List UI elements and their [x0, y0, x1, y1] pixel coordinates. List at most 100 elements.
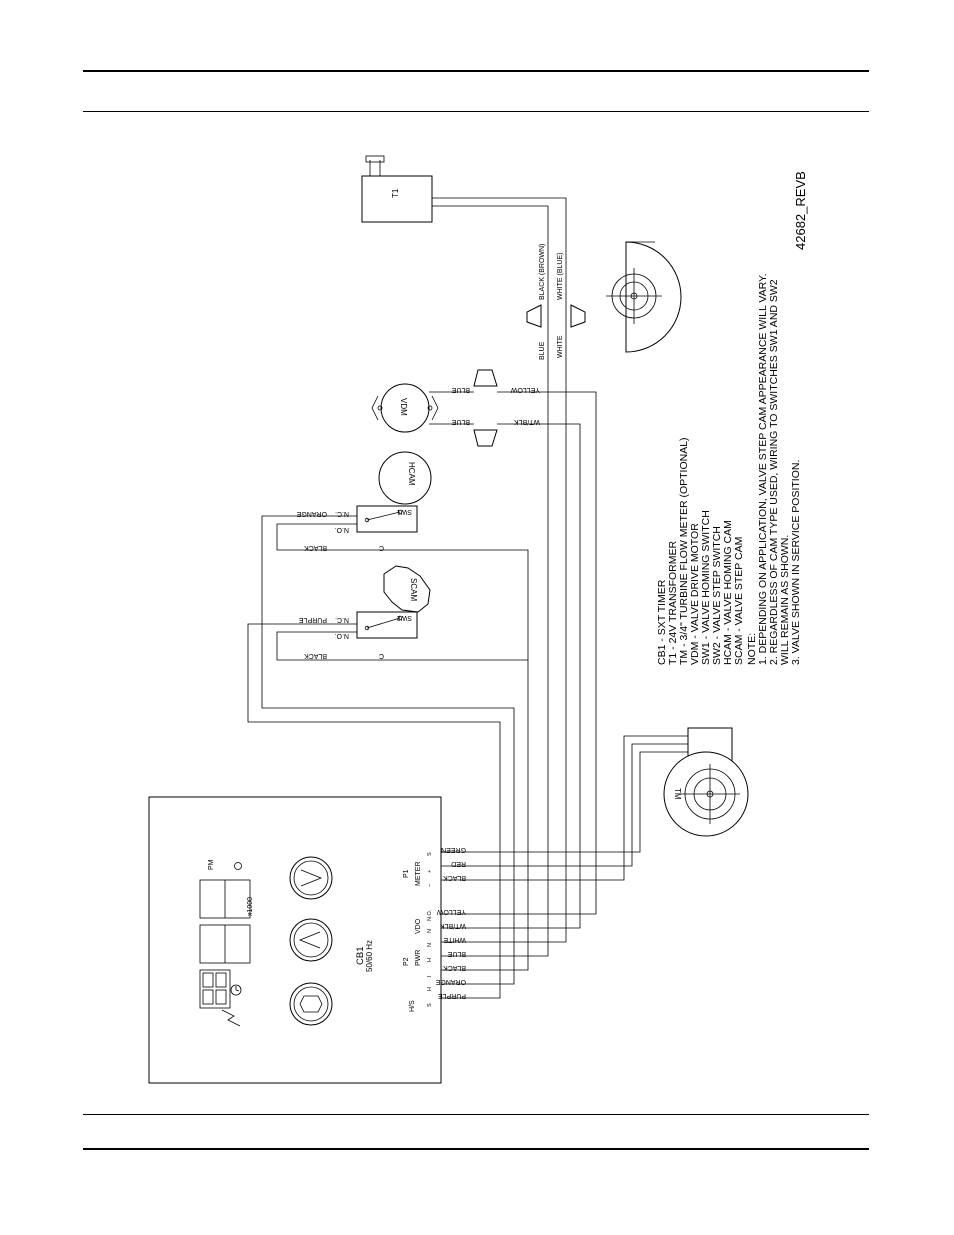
- wire-nut-vdm-2: [473, 429, 498, 447]
- wire-blue-label: BLUE: [447, 950, 466, 957]
- drawing-number: 42682_REVB: [793, 171, 808, 250]
- wire-green-label: GREEN: [441, 846, 466, 853]
- timer-frequency: 50/60 Hz: [365, 940, 374, 972]
- note-2: 2. REGARDLESS OF CAM TYPE USED, WIRING T…: [768, 279, 780, 665]
- pin-n2: N: [427, 943, 433, 947]
- plug-p2-label: P2: [403, 957, 410, 966]
- timer-housing: [148, 796, 442, 1084]
- timer-display: PM x1000: [199, 859, 254, 1027]
- notes-heading: NOTE:: [746, 633, 758, 665]
- sw2-nc-wire: PURPLE: [299, 616, 327, 623]
- vdm-label: VDM: [399, 398, 408, 416]
- sw1-label: SW1: [397, 508, 412, 515]
- flow-meter-tm: TM: [663, 727, 749, 837]
- wire-white-label: WHITE: [443, 936, 466, 943]
- wire-orange-label: ORANGE: [435, 978, 466, 985]
- t1-wire-c-label: BLUE: [539, 341, 546, 360]
- t1-wire-a-label: BLACK (BROWN): [539, 244, 546, 300]
- vdm-wire1-label: BLUE: [451, 386, 470, 393]
- pm-indicator: PM: [208, 859, 215, 870]
- up-arrow-icon: [298, 931, 321, 949]
- sw1-nc-wire: ORANGE: [296, 510, 327, 517]
- wire-red-label: RED: [451, 860, 466, 867]
- clock-hands-icon: [235, 986, 240, 992]
- note-3: 3. VALVE SHOWN IN SERVICE POSITION.: [790, 460, 802, 665]
- hcam: [378, 451, 432, 505]
- sw2-nc-label: N.C.: [335, 616, 349, 623]
- t1-wire-b-label: WHITE (BLUE): [557, 253, 564, 300]
- switch-sw1: SW1 N.C. N.O. C ORANGE BLACK HCAM: [296, 451, 432, 551]
- pin-plus: +: [427, 870, 433, 873]
- legend-line-5: SW1 - VALVE HOMING SWITCH: [700, 510, 712, 665]
- regen-icon: [221, 1009, 241, 1027]
- sw2-c-label: C: [379, 652, 384, 659]
- pin-i: I: [427, 975, 433, 977]
- pin-minus: –: [427, 883, 433, 887]
- pin-h2: H: [427, 987, 433, 991]
- sw1-no-label: N.O.: [335, 526, 349, 533]
- timer-harness: [247, 197, 688, 999]
- notes: NOTE: 1. DEPENDING ON APPLICATION, VALVE…: [746, 273, 802, 665]
- sw1-c-wire: BLACK: [304, 544, 327, 551]
- note-1: 1. DEPENDING ON APPLICATION, VALVE STEP …: [757, 273, 769, 665]
- pin-n1: N: [427, 929, 433, 933]
- t1-wire-d-label: WHITE: [557, 335, 564, 358]
- down-button[interactable]: [289, 856, 333, 900]
- harness-labels: GREEN RED BLACK YELLOW WT/BLK WHITE BLUE…: [435, 846, 466, 999]
- down-arrow-icon: [300, 869, 323, 887]
- wire-nut-vdm-1: [473, 369, 498, 387]
- x1000-indicator: x1000: [247, 897, 254, 916]
- header-rule-top: [83, 70, 869, 72]
- wire-black-meter-label: BLACK: [443, 874, 466, 881]
- pin-s-hs: S: [427, 1003, 433, 1007]
- recycle-icon: [299, 995, 323, 1013]
- plug-pwr-label: PWR: [415, 950, 422, 966]
- legend-line-3: TM - 3/4" TURBINE FLOW METER (OPTIONAL): [678, 437, 690, 665]
- sw2-c-wire: BLACK: [304, 652, 327, 659]
- step-cam-detail: [606, 241, 682, 353]
- pin-no: N.O.: [427, 909, 433, 921]
- sw2-no-label: N.O.: [335, 632, 349, 639]
- footer-rule-top: [83, 1114, 869, 1115]
- plug-hs-label: H/S: [409, 1000, 416, 1012]
- t1-label: T1: [391, 188, 400, 198]
- sw1-nc-label: N.C.: [335, 510, 349, 517]
- pin-h1: H: [427, 958, 433, 962]
- legend-line-4: VDM - VALVE DRIVE MOTOR: [689, 523, 701, 665]
- timer-cb1: PM x1000 CB1 50/60 Hz: [148, 796, 442, 1084]
- note-2-cont: WILL REMAIN AS SHOWN.: [779, 535, 791, 665]
- legend-line-7: HCAM - VALVE HOMING CAM: [722, 520, 734, 665]
- plug-meter-label: METER: [415, 862, 422, 887]
- drop-icon: [234, 862, 242, 870]
- tm-label: TM: [673, 788, 682, 800]
- sw1-c-label: C: [379, 544, 384, 551]
- legend-line-6: SW2 - VALVE STEP SWITCH: [711, 526, 723, 665]
- wire-black-pwr-label: BLACK: [443, 964, 466, 971]
- scam-label: SCAM: [409, 578, 418, 601]
- vdm-wire4-label: WT/BLK: [514, 418, 540, 425]
- vdm-wire2-label: BLUE: [451, 418, 470, 425]
- legend: CB1 - SXT TIMER T1 - 24V TRANSFORMER TM …: [656, 437, 745, 665]
- legend-line-1: CB1 - SXT TIMER: [656, 579, 668, 665]
- wire-nut-t1-2: [570, 304, 586, 328]
- sw2-label: SW2: [397, 614, 412, 621]
- scam: [383, 565, 431, 613]
- wire-yellow-label: YELLOW: [436, 908, 466, 915]
- clock-icon: [230, 984, 242, 996]
- header-rule-bottom: [83, 111, 869, 112]
- extra-cycle-button[interactable]: [289, 982, 333, 1026]
- timer-buttons[interactable]: [289, 856, 333, 1026]
- plug-vdo-label: VDO: [415, 918, 422, 934]
- hcam-label: HCAM: [407, 462, 416, 486]
- pin-s-meter: S: [427, 852, 433, 856]
- legend-line-8: SCAM - VALVE STEP CAM: [733, 537, 745, 665]
- transformer-t1: T1 BLACK (BROWN) WHITE (BLUE) BLUE WHITE: [361, 155, 586, 360]
- wire-purple-label: PURPLE: [438, 992, 466, 999]
- legend-line-2: T1 - 24V TRANSFORMER: [667, 541, 679, 665]
- plug-p1-label: P1: [403, 869, 410, 878]
- wire-nut-t1-1: [526, 304, 542, 328]
- wire-wtblk-label: WT/BLK: [440, 922, 466, 929]
- up-button[interactable]: [289, 918, 333, 962]
